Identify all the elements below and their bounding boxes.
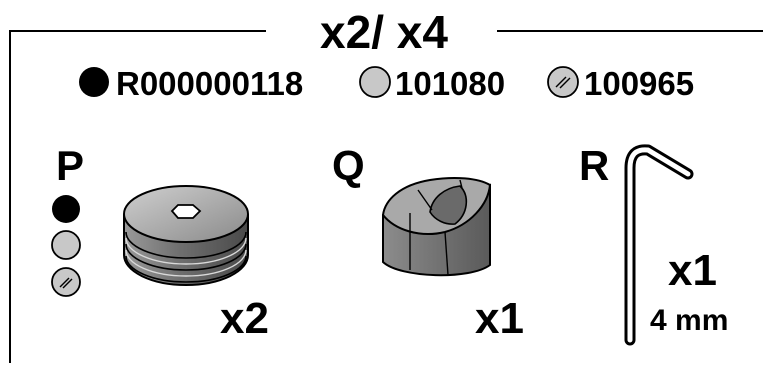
legend-code: 100965: [584, 65, 694, 102]
grey-dot-icon: [51, 230, 81, 260]
part-letter: P: [56, 142, 84, 189]
black-dot-icon: [79, 67, 109, 97]
allen-key-illustration: [624, 144, 694, 346]
cam-connector-illustration: [381, 176, 492, 277]
legend-item-black: R000000118: [79, 65, 303, 102]
part-quantity: x1: [475, 294, 524, 343]
quantity-title: x2/ x4: [320, 6, 448, 58]
grey-dot-icon: [359, 66, 391, 98]
key-size-label: 4 mm: [650, 304, 728, 337]
legend-code: R000000118: [116, 65, 303, 102]
part-quantity: x1: [668, 246, 717, 295]
part-letter: Q: [332, 142, 365, 189]
plug-screw-illustration: [123, 185, 249, 286]
legend-item-grey: 101080: [359, 65, 505, 102]
part-letter: R: [579, 142, 609, 189]
legend-item-hatched: 100965: [547, 65, 694, 102]
hatched-dot-icon: [51, 267, 81, 297]
legend: R000000118 101080 100965: [79, 65, 694, 102]
part-r: R x1 4 mm: [579, 142, 728, 346]
legend-code: 101080: [395, 65, 505, 102]
part-quantity: x2: [220, 294, 269, 343]
hatched-dot-icon: [547, 66, 579, 98]
black-dot-icon: [52, 195, 80, 223]
part-p: P x2: [51, 142, 269, 343]
frame-border: [9, 30, 763, 363]
part-q: Q x1: [332, 142, 524, 343]
